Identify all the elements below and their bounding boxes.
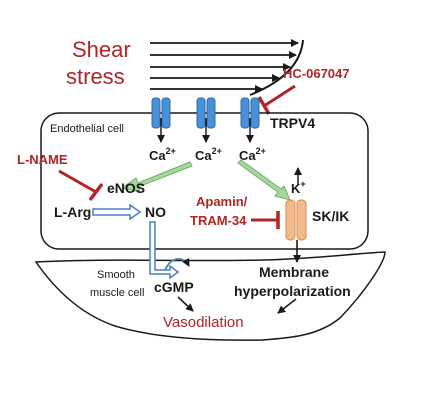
no-to-cgmp-arrow xyxy=(149,221,180,280)
larg-to-no-arrow xyxy=(92,203,142,221)
enos-label: eNOS xyxy=(107,180,145,196)
ca-ion-label: Ca2+ xyxy=(149,146,176,163)
svg-text:Ca2+: Ca2+ xyxy=(195,146,222,163)
shear-stress-label-line2: stress xyxy=(66,64,125,89)
svg-text:Ca2+: Ca2+ xyxy=(239,146,266,163)
smooth-muscle-label-line2: muscle cell xyxy=(90,287,144,299)
trpv4-channel-2 xyxy=(196,97,216,129)
k-ion-label: K+ xyxy=(291,179,306,196)
smooth-muscle-cell-outline xyxy=(34,251,386,341)
ca-ion-label: Ca2+ xyxy=(195,146,222,163)
shear-flow-lines xyxy=(150,39,304,96)
cgmp-to-vasodilation-arrow xyxy=(177,296,194,312)
larg-label: L-Arg xyxy=(54,204,91,220)
ca-to-enos-arrow xyxy=(120,161,193,193)
ca-ion-label: Ca2+ xyxy=(239,146,266,163)
cgmp-curved-arrow xyxy=(164,257,190,271)
skik-channel xyxy=(285,199,307,241)
vasodilation-label: Vasodilation xyxy=(163,314,244,331)
trpv4-channel-1 xyxy=(151,97,171,129)
svg-text:K+: K+ xyxy=(291,179,306,196)
skik-label: SK/IK xyxy=(312,208,349,224)
apamin-label-line1: Apamin/ xyxy=(196,194,248,209)
lname-label: L-NAME xyxy=(17,152,68,167)
trpv4-channel-3 xyxy=(240,97,260,129)
no-label: NO xyxy=(145,204,166,220)
cgmp-label: cGMP xyxy=(154,279,194,295)
membrane-to-vasodilation-arrow xyxy=(277,298,297,314)
membrane-label-line1: Membrane xyxy=(259,264,329,280)
lname-inhibition-bar xyxy=(88,182,104,202)
smooth-muscle-label-line1: Smooth xyxy=(97,269,135,281)
hc067047-inhibition-line xyxy=(263,84,296,108)
membrane-label-line2: hyperpolarization xyxy=(234,283,351,299)
shear-stress-label-line1: Shear xyxy=(72,37,131,62)
hc067047-inhibition-bar xyxy=(257,96,271,115)
lname-inhibition-line xyxy=(58,169,97,194)
endothelial-cell-label: Endothelial cell xyxy=(50,123,124,135)
ca-to-k-arrow xyxy=(237,159,291,201)
apamin-label-line2: TRAM-34 xyxy=(190,213,247,228)
hc067047-label: HC-067047 xyxy=(283,66,350,81)
svg-text:Ca2+: Ca2+ xyxy=(149,146,176,163)
trpv4-label: TRPV4 xyxy=(270,115,315,131)
